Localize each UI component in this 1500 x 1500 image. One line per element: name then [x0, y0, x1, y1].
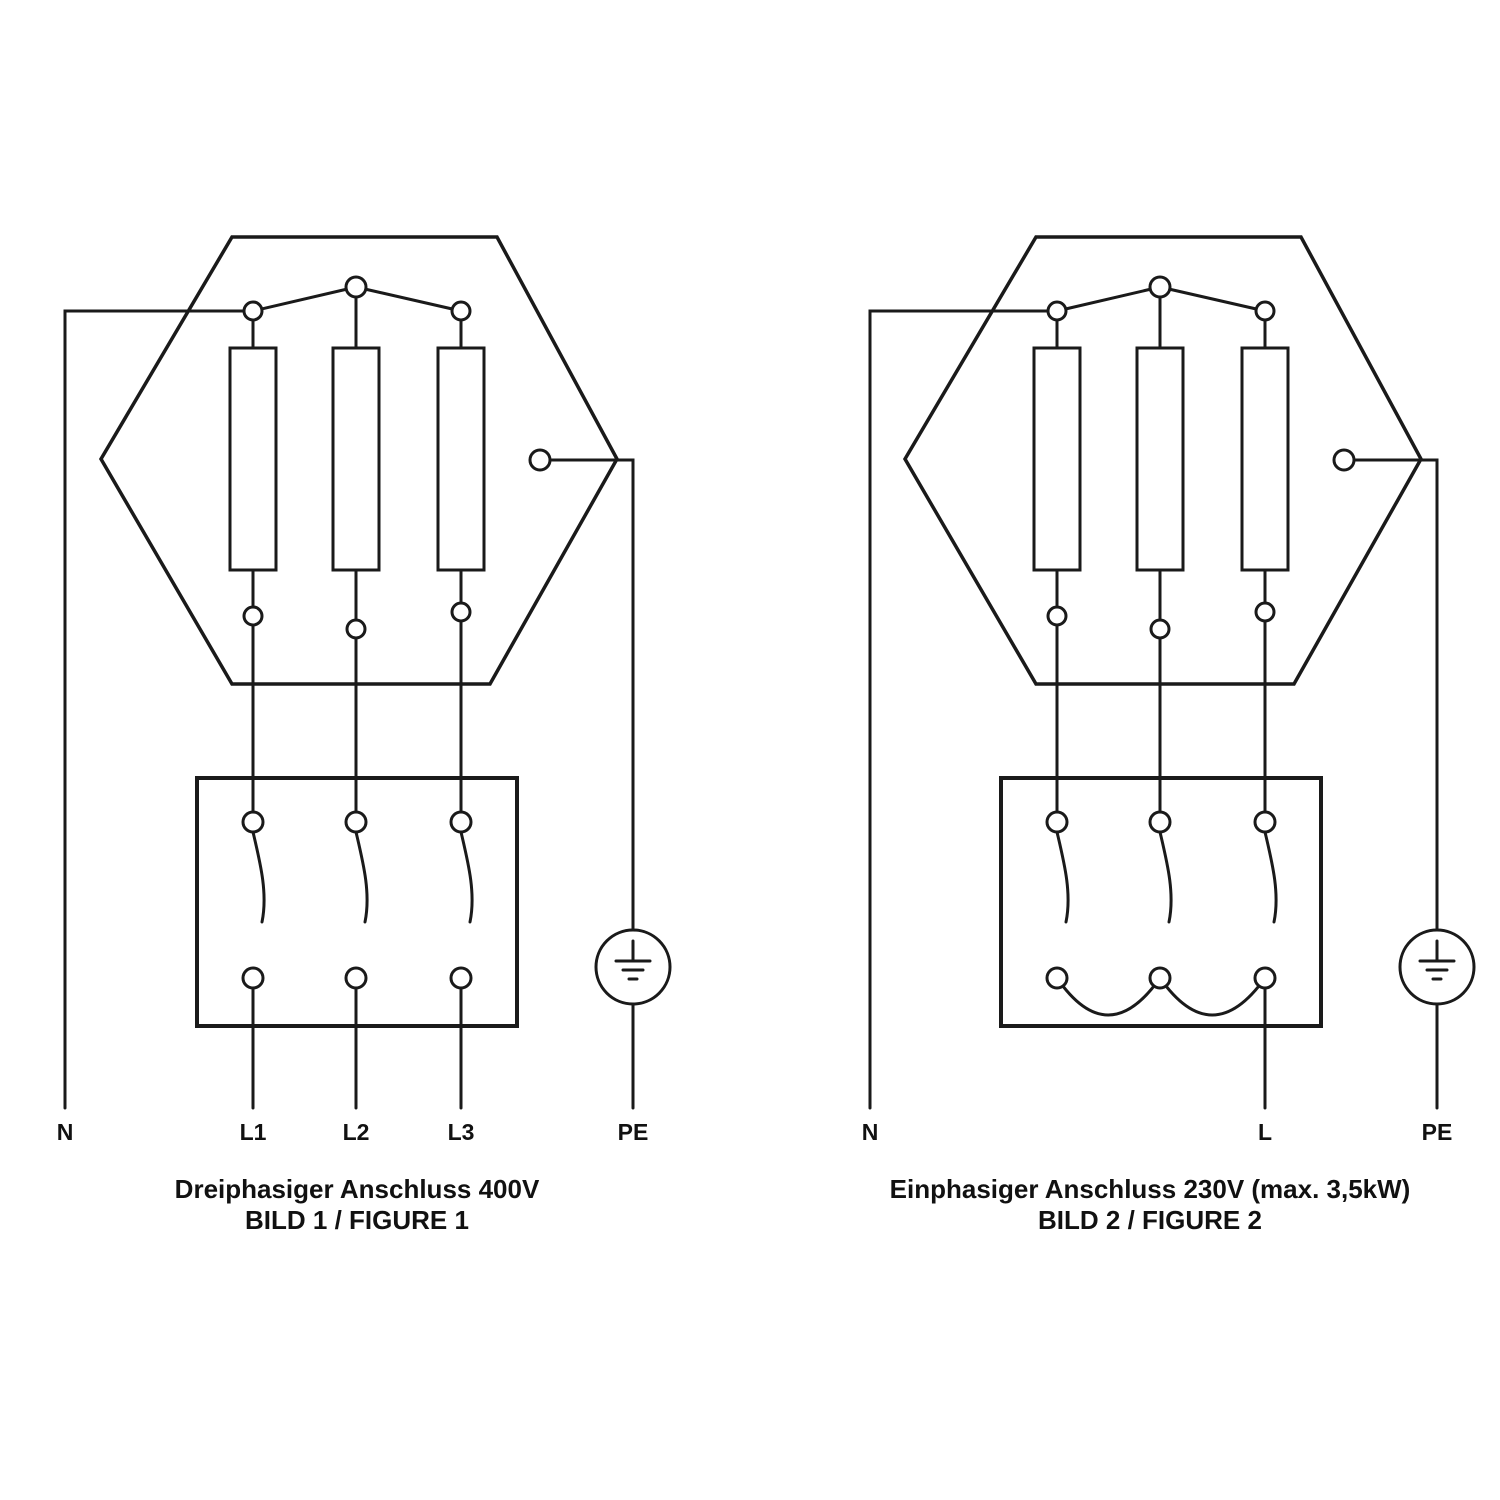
terminal-label-pe: PE: [618, 1119, 649, 1145]
star-point-node: [1148, 275, 1172, 299]
block-terminal-node: [1253, 810, 1277, 834]
figure1-caption-line1: Dreiphasiger Anschluss 400V: [175, 1174, 540, 1204]
terminal-node: [450, 300, 472, 322]
figure1-caption-line2: BILD 1 / FIGURE 1: [245, 1205, 469, 1235]
terminal-block: [999, 776, 1323, 1028]
terminal-label-n: N: [862, 1119, 879, 1145]
terminal-node: [345, 618, 367, 640]
wire-star-right: [1158, 285, 1267, 350]
switch-contact-1: [251, 830, 266, 924]
figure2-caption-line1: Einphasiger Anschluss 230V (max. 3,5kW): [890, 1174, 1411, 1204]
wire-neutral: [868, 309, 1059, 1110]
switch-contact-1: [1055, 830, 1070, 924]
wire-star-right: [354, 285, 463, 350]
bridge-jumper-2: [1158, 976, 1267, 1017]
block-terminal-node: [1148, 810, 1172, 834]
star-point-node: [344, 275, 368, 299]
block-terminal-node: [241, 966, 265, 990]
terminal-block: [195, 776, 519, 1028]
terminal-node: [1254, 601, 1276, 623]
heating-element-1: [1032, 346, 1082, 572]
switch-contact-2: [354, 830, 369, 924]
figure2-caption-line2: BILD 2 / FIGURE 2: [1038, 1205, 1262, 1235]
block-terminal-node: [241, 810, 265, 834]
terminal-node: [1046, 605, 1068, 627]
wire-pe: [538, 458, 635, 1110]
terminal-label-l1: L1: [240, 1119, 267, 1145]
terminal-node: [242, 300, 264, 322]
block-terminal-node: [449, 810, 473, 834]
bridge-jumper-1: [1055, 976, 1162, 1017]
terminal-label-l2: L2: [343, 1119, 370, 1145]
terminal-node: [1254, 300, 1276, 322]
earth-ground-icon: [1398, 928, 1476, 1006]
figure-2: N L PE Einphasiger Anschluss 230V (max. …: [862, 235, 1476, 1235]
switch-contact-3: [459, 830, 474, 924]
earth-ground-circle: [1398, 928, 1476, 1006]
block-terminal-node: [1045, 810, 1069, 834]
block-terminal-node: [344, 966, 368, 990]
hotplate-outline-hexagon: [98, 235, 619, 686]
hotplate-outline-hexagon: [902, 235, 1423, 686]
terminal-node: [242, 605, 264, 627]
wire-star-left: [251, 285, 358, 350]
figure-1: N L1 L2 L3 PE Dreiphasiger Anschluss 400…: [57, 235, 672, 1235]
block-terminal-node: [1253, 966, 1277, 990]
earth-ground-icon: [594, 928, 672, 1006]
pe-terminal-node: [1332, 448, 1356, 472]
earth-ground-circle: [594, 928, 672, 1006]
terminal-label-pe: PE: [1422, 1119, 1453, 1145]
heating-element-3: [436, 346, 486, 572]
terminal-node: [1046, 300, 1068, 322]
terminal-label-l: L: [1258, 1119, 1272, 1145]
terminal-node: [450, 601, 472, 623]
pe-terminal-node: [528, 448, 552, 472]
block-terminal-node: [1148, 966, 1172, 990]
terminal-label-l3: L3: [448, 1119, 475, 1145]
block-terminal-node: [344, 810, 368, 834]
heating-element-3: [1240, 346, 1290, 572]
wire-star-left: [1055, 285, 1162, 350]
switch-contact-2: [1158, 830, 1173, 924]
heating-element-1: [228, 346, 278, 572]
block-terminal-node: [1045, 966, 1069, 990]
switch-contact-3: [1263, 830, 1278, 924]
wire-pe: [1342, 458, 1439, 1110]
heating-element-2: [1135, 346, 1185, 572]
terminal-label-n: N: [57, 1119, 74, 1145]
block-terminal-node: [449, 966, 473, 990]
wire-neutral: [63, 309, 255, 1110]
terminal-node: [1149, 618, 1171, 640]
heating-element-2: [331, 346, 381, 572]
